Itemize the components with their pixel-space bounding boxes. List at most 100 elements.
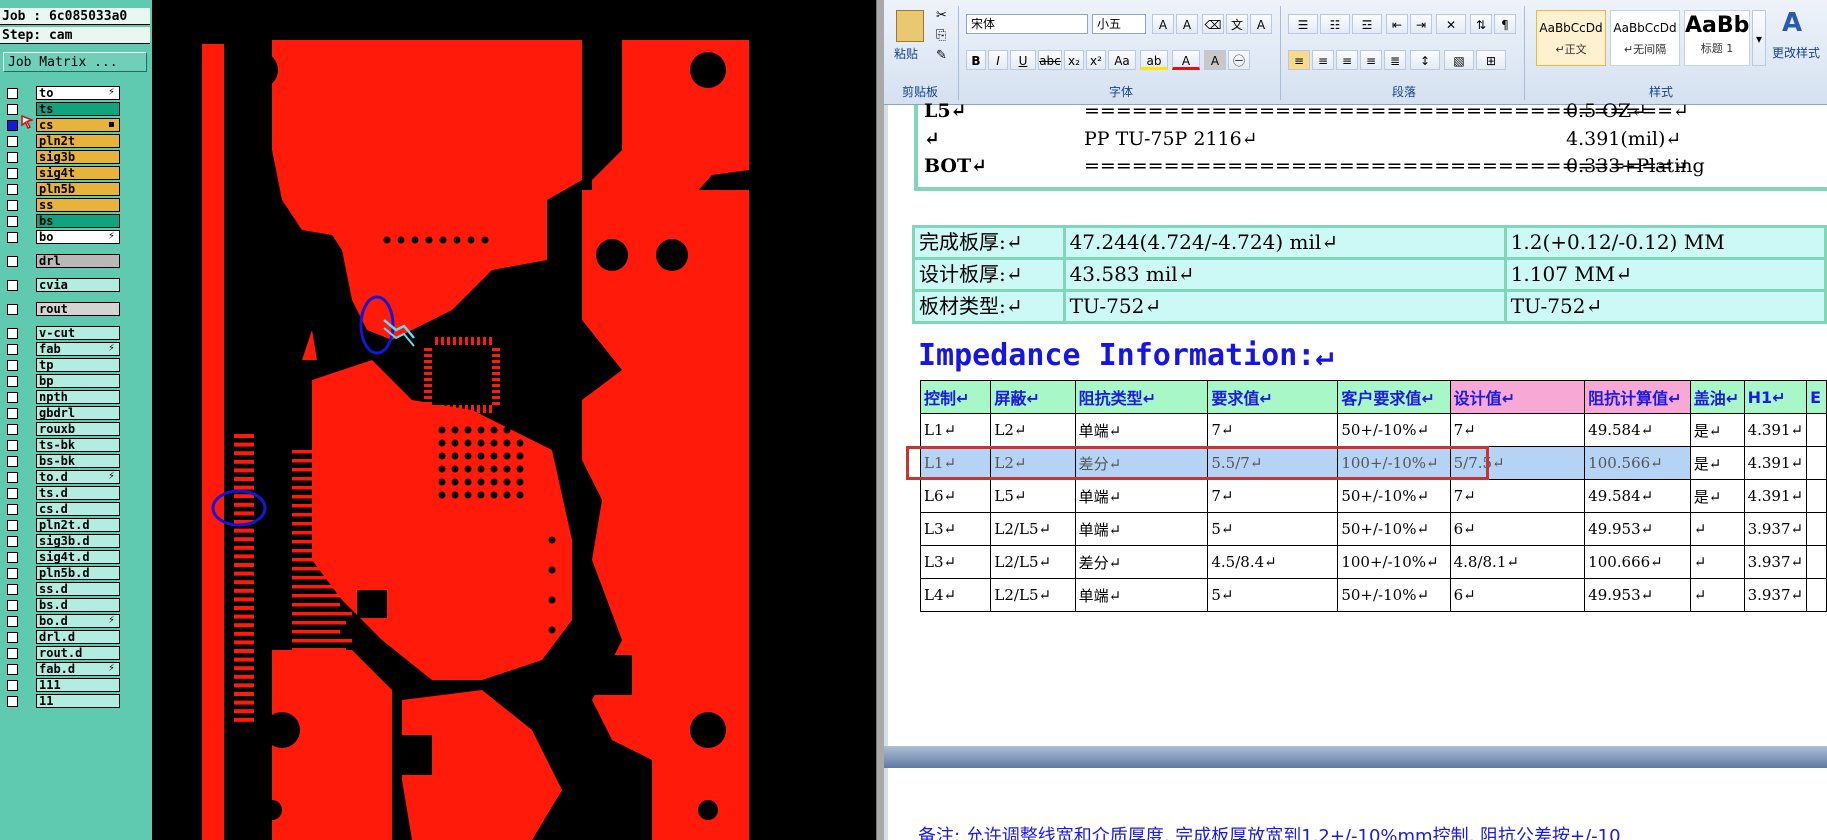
- layer-checkbox[interactable]: [7, 504, 18, 515]
- subscript-button[interactable]: x₂: [1064, 50, 1084, 70]
- align-left-button[interactable]: ≡: [1288, 50, 1310, 70]
- table-cell[interactable]: ↵: [1689, 512, 1745, 546]
- layer-name[interactable]: ss.d: [36, 582, 120, 596]
- layer-checkbox[interactable]: [7, 424, 18, 435]
- table-cell[interactable]: 4.8/8.1↵: [1449, 545, 1586, 579]
- info-cell-label[interactable]: 设计板厚:↵: [912, 257, 1066, 292]
- table-cell[interactable]: L2↵: [990, 413, 1076, 447]
- impedance-header[interactable]: 盖油↵: [1689, 380, 1745, 414]
- sort-button[interactable]: ⇅: [1470, 14, 1492, 34]
- layer-name[interactable]: gbdrl: [36, 406, 120, 420]
- table-cell[interactable]: 7↵: [1207, 413, 1339, 447]
- format-painter-icon[interactable]: ✎: [936, 48, 947, 63]
- layer-name[interactable]: rout: [36, 302, 120, 316]
- layer-checkbox[interactable]: [7, 616, 18, 627]
- table-cell[interactable]: ↵: [1689, 578, 1745, 612]
- table-cell[interactable]: L1↵: [919, 413, 992, 447]
- layer-checkbox[interactable]: [7, 120, 18, 131]
- font-name-combo[interactable]: 宋体: [966, 14, 1088, 34]
- layer-name[interactable]: cs: [36, 118, 120, 132]
- layer-row-cvia[interactable]: cvia: [0, 278, 152, 293]
- layer-name[interactable]: fab.d: [36, 662, 120, 676]
- layer-name[interactable]: 11: [36, 694, 120, 708]
- layer-name[interactable]: rout.d: [36, 646, 120, 660]
- table-row[interactable]: L3↵L2/L5↵差分↵4.5/8.4↵100+/-10%↵4.8/8.1↵10…: [919, 545, 1827, 579]
- layer-checkbox[interactable]: [7, 648, 18, 659]
- layer-row-drl[interactable]: drl: [0, 254, 152, 269]
- paste-button[interactable]: 粘贴: [894, 47, 919, 61]
- table-cell[interactable]: L3↵: [919, 512, 992, 546]
- layer-checkbox[interactable]: [7, 280, 18, 291]
- table-cell[interactable]: [1806, 545, 1827, 579]
- layer-name[interactable]: cs.d: [36, 502, 120, 516]
- layer-row-pln2t.d[interactable]: pln2t.d: [0, 518, 152, 533]
- layer-checkbox[interactable]: [7, 88, 18, 99]
- table-cell[interactable]: ↵: [1689, 545, 1745, 579]
- table-cell[interactable]: 3.937↵: [1743, 578, 1808, 612]
- layer-row-fab.d[interactable]: fab.d⚡: [0, 662, 152, 677]
- table-cell[interactable]: 单端↵: [1074, 413, 1209, 447]
- cut-icon[interactable]: ✂: [936, 8, 947, 23]
- font-size-combo[interactable]: 小五: [1092, 14, 1146, 34]
- enclose-char-button[interactable]: ㊀: [1228, 50, 1250, 70]
- layer-name[interactable]: drl.d: [36, 630, 120, 644]
- layer-name[interactable]: sig4t.d: [36, 550, 120, 564]
- layer-checkbox[interactable]: [7, 328, 18, 339]
- layer-name[interactable]: sig4t: [36, 166, 120, 180]
- clear-format-button[interactable]: ⌫: [1202, 14, 1224, 34]
- table-row[interactable]: L6↵L5↵单端↵7↵50+/-10%↵7↵49.584↵是↵4.391↵: [919, 479, 1827, 513]
- layer-name[interactable]: to.d: [36, 470, 120, 484]
- layer-row-ss[interactable]: ss: [0, 198, 152, 213]
- table-cell[interactable]: L1↵: [919, 446, 992, 480]
- table-cell[interactable]: [1806, 413, 1827, 447]
- highlight-color-button[interactable]: ab: [1140, 50, 1168, 70]
- superscript-button[interactable]: x²: [1086, 50, 1106, 70]
- layer-name[interactable]: bo.d: [36, 614, 120, 628]
- table-cell[interactable]: 单端↵: [1074, 479, 1209, 513]
- layer-checkbox[interactable]: [7, 136, 18, 147]
- layer-checkbox[interactable]: [7, 632, 18, 643]
- impedance-header[interactable]: 设计值↵: [1449, 380, 1586, 414]
- layer-name[interactable]: bs-bk: [36, 454, 120, 468]
- layer-name[interactable]: drl: [36, 254, 120, 268]
- table-cell[interactable]: 50+/-10%↵: [1337, 512, 1451, 546]
- impedance-header[interactable]: 阻抗计算值↵: [1584, 380, 1691, 414]
- table-cell[interactable]: L6↵: [919, 479, 992, 513]
- layer-name[interactable]: sig3b: [36, 150, 120, 164]
- layer-checkbox[interactable]: [7, 456, 18, 467]
- char-border-button[interactable]: A: [1250, 14, 1272, 34]
- layer-row-drl.d[interactable]: drl.d: [0, 630, 152, 645]
- table-cell[interactable]: [1806, 479, 1827, 513]
- table-cell[interactable]: 100+/-10%↵: [1337, 545, 1451, 579]
- layer-checkbox[interactable]: [7, 152, 18, 163]
- table-cell[interactable]: 49.953↵: [1584, 578, 1691, 612]
- layer-checkbox[interactable]: [7, 200, 18, 211]
- layer-row-sig3b[interactable]: sig3b: [0, 150, 152, 165]
- layer-row-bs[interactable]: bs: [0, 214, 152, 229]
- info-cell-mm[interactable]: TU-752↵: [1503, 289, 1827, 324]
- layer-row-fab[interactable]: fab⚡: [0, 342, 152, 357]
- layer-checkbox[interactable]: [7, 664, 18, 675]
- layer-checkbox[interactable]: [7, 184, 18, 195]
- numbering-button[interactable]: ☷: [1320, 14, 1350, 34]
- layer-checkbox[interactable]: [7, 376, 18, 387]
- style-normal[interactable]: AaBbCcDd ↵正文: [1536, 10, 1606, 66]
- underline-button[interactable]: U: [1010, 50, 1036, 70]
- layer-checkbox[interactable]: [7, 168, 18, 179]
- layer-checkbox[interactable]: [7, 104, 18, 115]
- layer-row-pln2t[interactable]: pln2t: [0, 134, 152, 149]
- table-cell[interactable]: 5.5/7↵: [1207, 446, 1339, 480]
- table-cell[interactable]: 4.391↵: [1743, 479, 1808, 513]
- multilevel-list-button[interactable]: ☲: [1352, 14, 1382, 34]
- table-cell[interactable]: 100.666↵: [1584, 545, 1691, 579]
- line-spacing-button[interactable]: ↕: [1410, 50, 1440, 70]
- paste-icon[interactable]: [896, 10, 924, 42]
- table-cell[interactable]: 100+/-10%↵: [1337, 446, 1451, 480]
- layer-row-sig4t[interactable]: sig4t: [0, 166, 152, 181]
- layer-row-ts[interactable]: ts: [0, 102, 152, 117]
- layer-name[interactable]: ts-bk: [36, 438, 120, 452]
- layer-name[interactable]: to: [36, 86, 120, 100]
- table-cell[interactable]: 4.391↵: [1743, 446, 1808, 480]
- layer-name[interactable]: pln2t: [36, 134, 120, 148]
- table-cell[interactable]: 是↵: [1689, 446, 1745, 480]
